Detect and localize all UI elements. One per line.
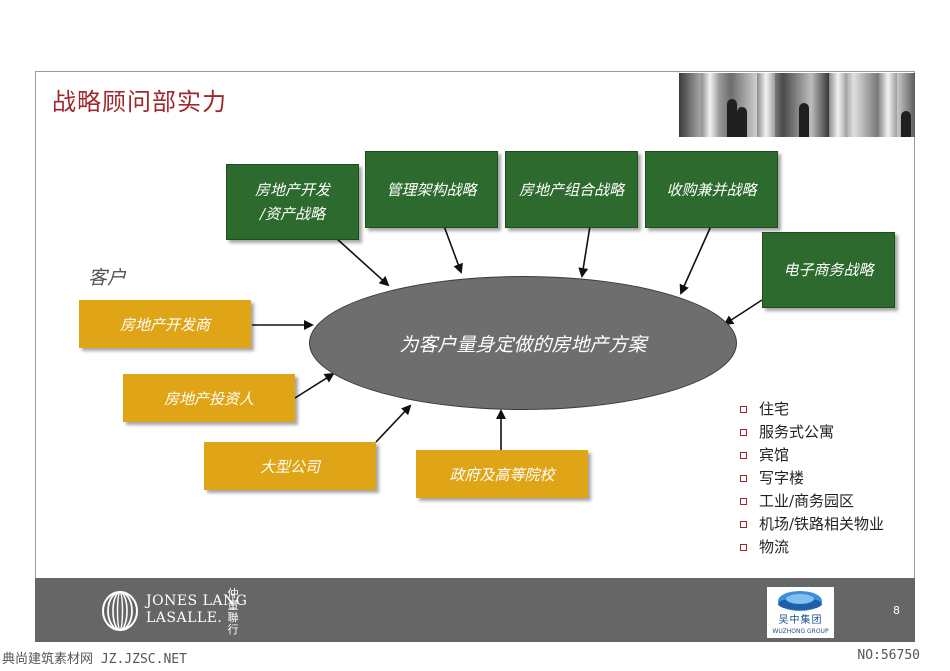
center-label: 为客户量身定做的房地产方案 <box>399 333 647 356</box>
property-type-label: 物流 <box>759 538 790 556</box>
strategy-label-ecommerce: 电子商务战略 <box>783 261 874 279</box>
arrow-strategy-2 <box>443 225 463 274</box>
square-bullet-icon <box>740 406 747 413</box>
slide-title: 战略顾问部实力 <box>52 88 227 116</box>
strategy-box-development: 房地产开发 /资产战略 <box>226 164 359 240</box>
watermark-left: 典尚建筑素材网 JZ.JZSC.NET <box>2 652 187 667</box>
property-type-label: 服务式公寓 <box>759 423 835 441</box>
wuzhong-chinese-name: 吴中集团 <box>778 615 823 626</box>
client-label-corporation: 大型公司 <box>259 457 320 476</box>
client-box-government: 政府及高等院校 <box>416 450 588 498</box>
property-type-label: 宾馆 <box>759 446 790 464</box>
client-label-developer: 房地产开发商 <box>119 315 210 334</box>
client-label-investor: 房地产投资人 <box>163 389 254 408</box>
jll-line-1: JONES LANG <box>146 593 248 609</box>
wuzhong-logo: 吴中集团 WUZHONG GROUP <box>767 587 834 638</box>
jll-chinese-name: 仲量聯行 <box>227 587 239 636</box>
strategy-label-development: 房地产开发 /资产战略 <box>254 181 330 223</box>
jll-logo-icon <box>102 591 138 631</box>
property-type-label: 工业/商务园区 <box>759 492 855 510</box>
arrow-client-2 <box>294 372 335 399</box>
clients-heading: 客户 <box>88 267 127 289</box>
header-photo <box>679 73 915 137</box>
jll-line-2: LASALLE. <box>146 610 223 626</box>
strategy-label-portfolio: 房地产组合战略 <box>518 180 624 199</box>
property-type-label: 机场/铁路相关物业 <box>759 515 885 533</box>
square-bullet-icon <box>740 452 747 459</box>
list-item: 机场/铁路相关物业 <box>740 513 884 536</box>
arrow-client-3 <box>375 404 412 443</box>
strategy-box-ecommerce: 电子商务战略 <box>762 232 895 308</box>
jll-wordmark: JONES LANG LASALLE. <box>146 593 247 627</box>
square-bullet-icon <box>740 475 747 482</box>
arrow-strategy-5 <box>723 299 763 326</box>
wuzhong-english-name: WUZHONG GROUP <box>772 628 829 635</box>
arrow-strategy-4 <box>679 225 712 295</box>
client-label-government: 政府及高等院校 <box>449 465 555 484</box>
square-bullet-icon <box>740 498 747 505</box>
list-item: 宾馆 <box>740 444 884 467</box>
strategy-box-ma: 收购兼并战略 <box>645 151 778 228</box>
list-item: 住宅 <box>740 398 884 421</box>
center-ellipse: 为客户量身定做的房地产方案 <box>309 276 737 410</box>
square-bullet-icon <box>740 521 747 528</box>
wuzhong-emblem-icon <box>778 591 822 611</box>
list-item: 写字楼 <box>740 467 884 490</box>
strategy-label-management: 管理架构战略 <box>386 180 477 199</box>
list-item: 物流 <box>740 536 884 559</box>
arrow-strategy-1 <box>335 237 390 287</box>
client-box-corporation: 大型公司 <box>204 442 376 490</box>
page-number: 8 <box>893 604 900 617</box>
client-box-developer: 房地产开发商 <box>79 300 251 348</box>
strategy-box-portfolio: 房地产组合战略 <box>505 151 638 228</box>
property-type-label: 写字楼 <box>759 469 805 487</box>
strategy-label-ma: 收购兼并战略 <box>666 180 757 199</box>
square-bullet-icon <box>740 429 747 436</box>
square-bullet-icon <box>740 544 747 551</box>
arrow-strategy-3 <box>578 225 591 278</box>
list-item: 工业/商务园区 <box>740 490 884 513</box>
client-box-investor: 房地产投资人 <box>123 374 295 422</box>
strategy-box-management: 管理架构战略 <box>365 151 498 228</box>
watermark-right: NO:56750 <box>857 648 920 663</box>
property-type-label: 住宅 <box>759 400 790 418</box>
property-type-list: 住宅 服务式公寓 宾馆 写字楼 工业/商务园区 机场/铁路相关物业 物流 <box>740 398 884 559</box>
list-item: 服务式公寓 <box>740 421 884 444</box>
